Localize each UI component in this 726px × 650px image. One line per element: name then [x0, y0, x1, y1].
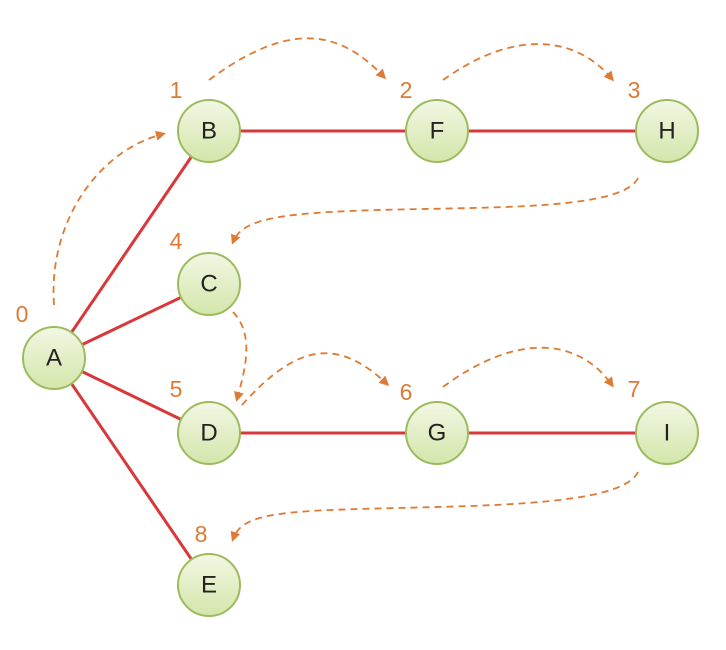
- node-circle: [177, 553, 241, 617]
- traversal-arrow-D-G: [241, 352, 390, 406]
- node-circle: [177, 401, 241, 465]
- visit-order-label: 0: [16, 301, 29, 327]
- visit-order-label: 5: [170, 376, 183, 402]
- node-G: G6: [400, 379, 469, 465]
- node-C: C4: [170, 228, 241, 316]
- visit-order-label: 3: [628, 77, 641, 103]
- visit-order-label: 2: [400, 77, 413, 103]
- traversal-arrow-F-H: [442, 43, 614, 82]
- node-label: E: [201, 572, 217, 599]
- node-circle: [405, 99, 469, 163]
- traversal-arrow-H-C: [231, 177, 639, 245]
- visit-order-label: 4: [170, 228, 183, 254]
- node-label: B: [201, 118, 217, 145]
- node-label: C: [200, 271, 217, 298]
- visit-order-label: 6: [400, 379, 413, 405]
- node-label: D: [200, 420, 217, 447]
- node-B: B1: [170, 77, 241, 163]
- traversal-arrows: [52, 37, 639, 542]
- node-I: I7: [628, 376, 699, 465]
- edge-A-E: [52, 357, 211, 586]
- visit-order-label: 1: [170, 77, 183, 103]
- traversal-arrow-B-F: [208, 37, 387, 81]
- node-circle: [405, 401, 469, 465]
- node-A: A0: [16, 301, 86, 390]
- node-circle: [22, 326, 86, 390]
- traversal-arrow-C-D: [232, 311, 248, 402]
- node-H: H3: [628, 77, 699, 163]
- traversal-arrow-I-E: [230, 471, 639, 542]
- traversal-arrow-A-B: [52, 130, 166, 306]
- visit-order-label: 7: [628, 376, 641, 402]
- visit-order-label: 8: [195, 521, 208, 547]
- node-F: F2: [400, 77, 469, 163]
- edges: [52, 129, 667, 586]
- node-circle: [177, 99, 241, 163]
- node-circle: [635, 401, 699, 465]
- traversal-arrow-G-I: [442, 346, 614, 388]
- node-label: F: [430, 118, 445, 145]
- node-circle: [635, 99, 699, 163]
- node-label: A: [46, 345, 62, 372]
- node-label: I: [664, 420, 671, 447]
- node-E: E8: [177, 521, 241, 617]
- node-D: D5: [170, 376, 241, 465]
- edge-A-B: [52, 130, 211, 359]
- node-circle: [177, 252, 241, 316]
- node-label: G: [428, 420, 447, 447]
- node-label: H: [658, 118, 675, 145]
